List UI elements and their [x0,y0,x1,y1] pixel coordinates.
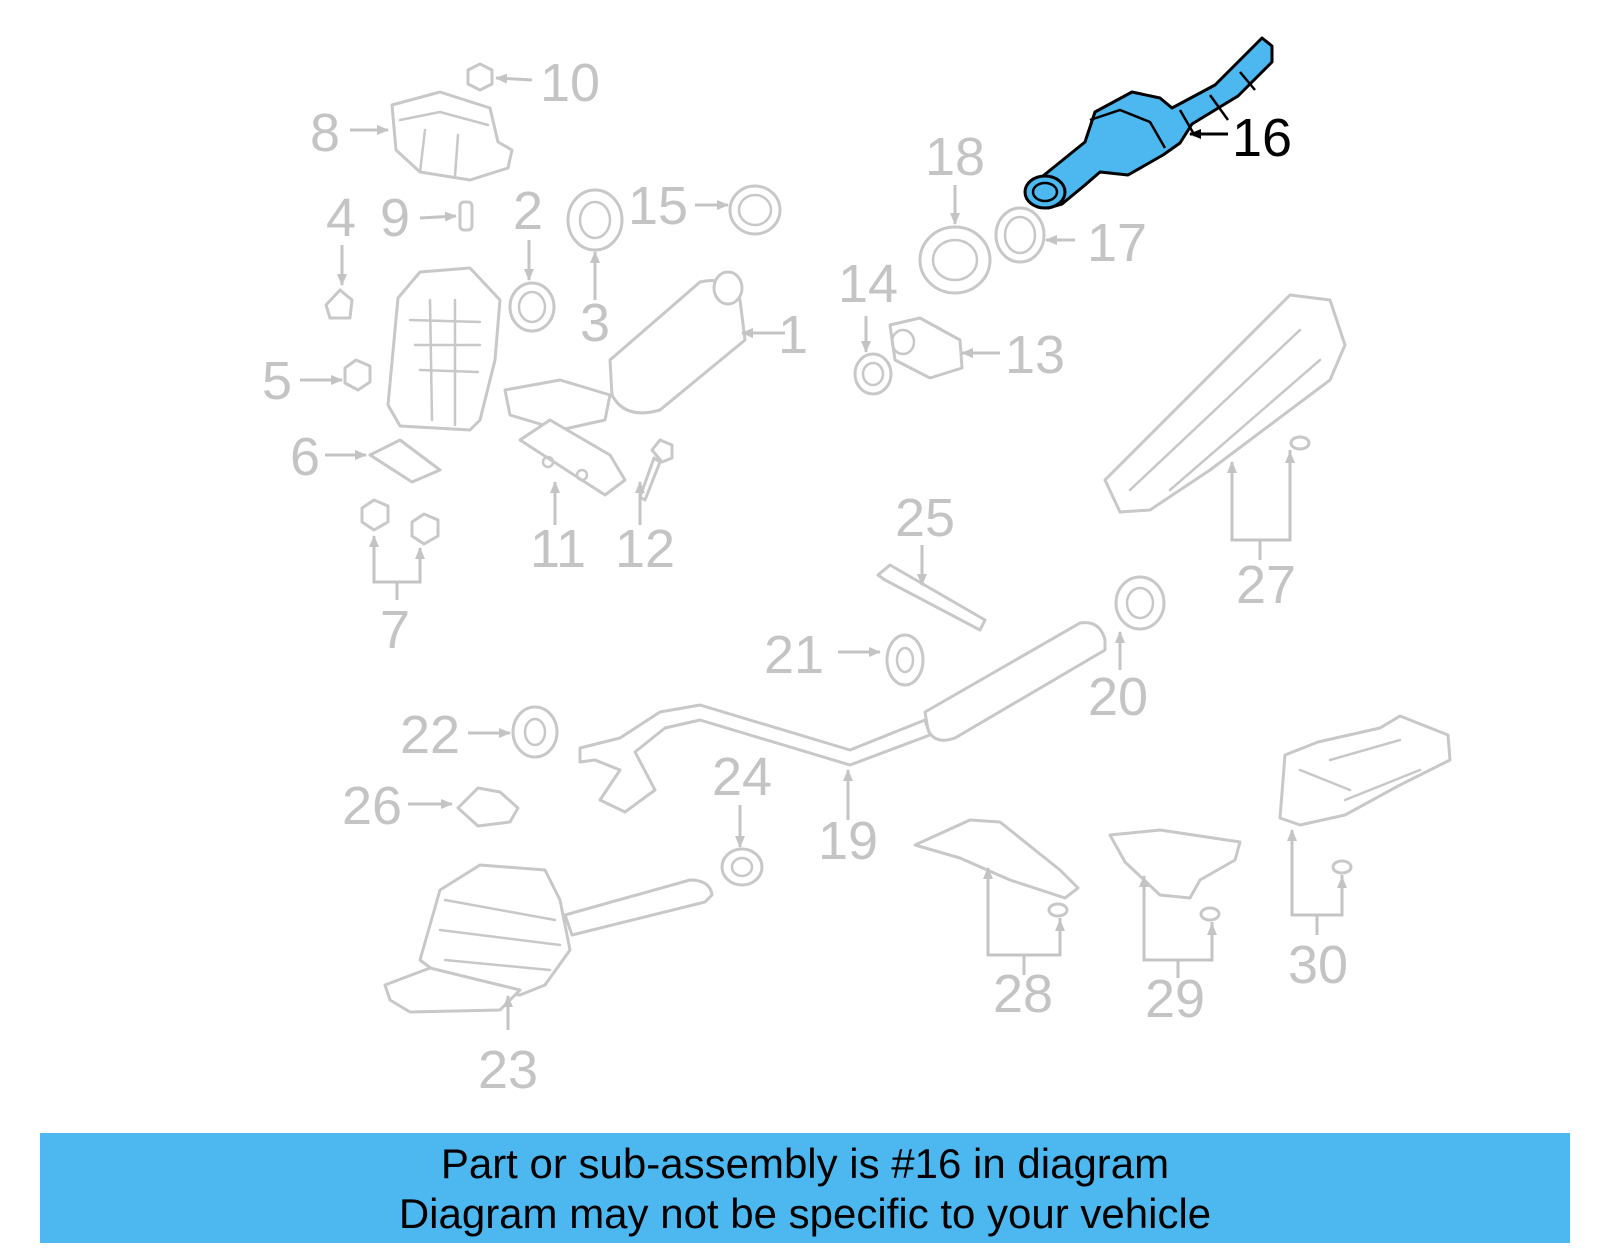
part-27-heat-shield[interactable] [1103,293,1347,514]
part-25-bracket[interactable] [876,563,987,632]
part-4-bracket[interactable] [324,288,354,320]
callout-10: 10 [540,53,600,113]
callout-11: 11 [530,519,586,579]
part-14-ring[interactable] [853,352,893,396]
callout-15: 15 [628,176,688,236]
part-10-nut[interactable] [466,62,494,92]
exhaust-parts-diagram: 10 8 4 9 2 15 3 1 5 6 11 12 7 18 16 17 1… [262,36,1452,1100]
banner-line-1: Part or sub-assembly is #16 in diagram [440,1140,1170,1187]
callout-19: 19 [818,811,878,871]
callout-27: 27 [1236,555,1296,615]
callout-labels: 10 8 4 9 2 15 3 1 5 6 11 12 7 18 16 17 1… [262,53,1348,1100]
callout-29: 29 [1145,969,1205,1029]
callout-13: 13 [1005,325,1065,385]
part-20-clamp[interactable] [1114,575,1166,631]
callout-8: 8 [310,103,340,163]
callout-14: 14 [838,254,898,314]
part-12-bolt[interactable] [638,438,674,502]
part-15-gasket[interactable] [728,184,782,236]
part-19-intermediate-pipe[interactable] [578,621,1107,814]
part-24-clamp[interactable] [720,847,764,887]
part-3-clamp[interactable] [566,188,624,252]
part-16-front-pipe-highlighted[interactable] [1023,36,1274,210]
callout-7: 7 [380,600,410,660]
info-banner: Part or sub-assembly is #16 in diagram D… [40,1133,1570,1243]
callout-28: 28 [993,964,1053,1024]
callout-24: 24 [712,747,772,807]
callout-20: 20 [1088,667,1148,727]
callout-23: 23 [478,1040,538,1100]
part-9-stud[interactable] [458,200,474,232]
leader-lines [300,73,1347,1030]
part-26-bracket[interactable] [456,786,520,828]
callout-9: 9 [380,188,410,248]
part-13-sensor-bracket[interactable] [888,316,964,380]
part-manifold-assembly[interactable] [386,266,502,432]
part-1-catalytic-converter[interactable] [503,270,747,497]
callout-25: 25 [895,488,955,548]
callout-12: 12 [615,519,675,579]
part-22-insulator[interactable] [511,705,559,759]
callout-4: 4 [326,188,356,248]
callout-22: 22 [400,705,460,765]
part-6-gasket[interactable] [368,438,442,484]
part-23-rear-muffler[interactable] [383,863,714,1014]
callout-16-highlighted: 16 [1232,108,1292,168]
part-2-gasket[interactable] [508,281,556,333]
part-18-clamp[interactable] [918,225,992,295]
callout-18: 18 [925,127,985,187]
callout-26: 26 [342,776,402,836]
part-21-hanger[interactable] [885,633,925,687]
part-5-nut[interactable] [343,358,372,392]
banner-line-2: Diagram may not be specific to your vehi… [398,1190,1212,1237]
callout-21: 21 [764,625,824,685]
callout-30: 30 [1288,935,1348,995]
callout-17: 17 [1087,213,1147,273]
part-28-heat-shield[interactable] [913,818,1080,918]
callout-2: 2 [513,181,543,241]
part-30-heat-shield[interactable] [1278,714,1452,875]
part-29-heat-shield[interactable] [1108,828,1242,922]
callout-1: 1 [778,305,808,365]
part-8-heat-cover[interactable] [390,90,514,182]
part-17-gasket[interactable] [994,206,1046,264]
callout-3: 3 [580,293,610,353]
callout-5: 5 [262,351,292,411]
part-7-nuts[interactable] [360,498,440,546]
callout-6: 6 [290,427,320,487]
